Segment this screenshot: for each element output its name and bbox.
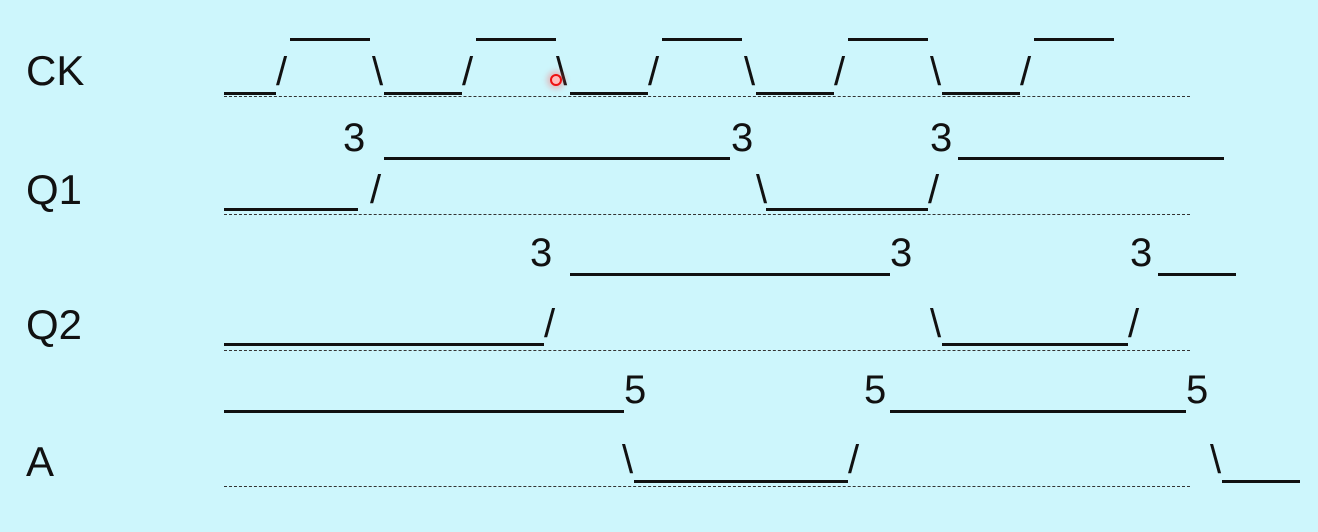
a-high-segment bbox=[890, 410, 1186, 413]
ck-high-segment bbox=[662, 38, 742, 41]
signal-label-q2: Q2 bbox=[26, 301, 83, 348]
a-delay-label: 5 bbox=[1186, 368, 1209, 412]
a-low-segment bbox=[634, 480, 848, 483]
q2-low-segment bbox=[942, 343, 1128, 346]
q1-rising-edge: / bbox=[370, 168, 382, 212]
q2-baseline bbox=[224, 350, 1190, 351]
ck-rising-edge: / bbox=[462, 50, 474, 94]
ck-falling-edge: \ bbox=[556, 50, 568, 94]
ck-baseline bbox=[224, 96, 1190, 97]
q2-rising-edge: / bbox=[544, 302, 556, 346]
ck-high-segment bbox=[1034, 38, 1114, 41]
ck-low-segment bbox=[384, 92, 462, 95]
ck-rising-edge: / bbox=[648, 50, 660, 94]
ck-low-segment bbox=[570, 92, 648, 95]
ck-low-segment bbox=[942, 92, 1020, 95]
ck-falling-edge: \ bbox=[930, 50, 942, 94]
a-rising-edge: / bbox=[848, 438, 860, 482]
a-baseline bbox=[224, 486, 1190, 487]
signal-label-ck: CK bbox=[26, 47, 85, 94]
a-falling-edge: \ bbox=[622, 438, 634, 482]
signal-label-a: A bbox=[26, 438, 55, 485]
q2-falling-edge: \ bbox=[930, 302, 942, 346]
q2-delay-label: 3 bbox=[530, 231, 553, 275]
ck-low-segment bbox=[224, 92, 276, 95]
ck-falling-edge: \ bbox=[372, 50, 384, 94]
ck-low-segment bbox=[756, 92, 834, 95]
a-falling-edge: \ bbox=[1210, 438, 1222, 482]
q1-rising-edge: / bbox=[928, 168, 940, 212]
a-high-segment bbox=[224, 410, 624, 413]
q2-high-segment bbox=[1158, 273, 1236, 276]
ck-rising-edge: / bbox=[1020, 50, 1032, 94]
q1-baseline bbox=[224, 214, 1190, 215]
ck-rising-edge: / bbox=[276, 50, 288, 94]
a-delay-label: 5 bbox=[864, 368, 887, 412]
q1-high-segment bbox=[384, 157, 730, 160]
ck-high-segment bbox=[848, 38, 928, 41]
q2-rising-edge: / bbox=[1128, 302, 1140, 346]
q1-low-segment bbox=[224, 208, 358, 211]
ck-high-segment bbox=[476, 38, 556, 41]
q2-delay-label: 3 bbox=[890, 231, 913, 275]
q2-delay-label: 3 bbox=[1130, 231, 1153, 275]
q2-high-segment bbox=[570, 273, 890, 276]
ck-rising-edge: / bbox=[834, 50, 846, 94]
a-low-segment bbox=[1222, 480, 1300, 483]
ck-high-segment bbox=[290, 38, 370, 41]
signal-label-q1: Q1 bbox=[26, 166, 83, 213]
q1-delay-label: 3 bbox=[731, 116, 754, 160]
q1-low-segment bbox=[766, 208, 928, 211]
q1-delay-label: 3 bbox=[930, 116, 953, 160]
q1-delay-label: 3 bbox=[343, 116, 366, 160]
a-delay-label: 5 bbox=[624, 368, 647, 412]
q2-low-segment bbox=[224, 343, 544, 346]
ck-falling-edge: \ bbox=[744, 50, 756, 94]
q1-high-segment bbox=[958, 157, 1224, 160]
q1-falling-edge: \ bbox=[756, 168, 768, 212]
mouse-pointer-indicator bbox=[550, 74, 562, 86]
